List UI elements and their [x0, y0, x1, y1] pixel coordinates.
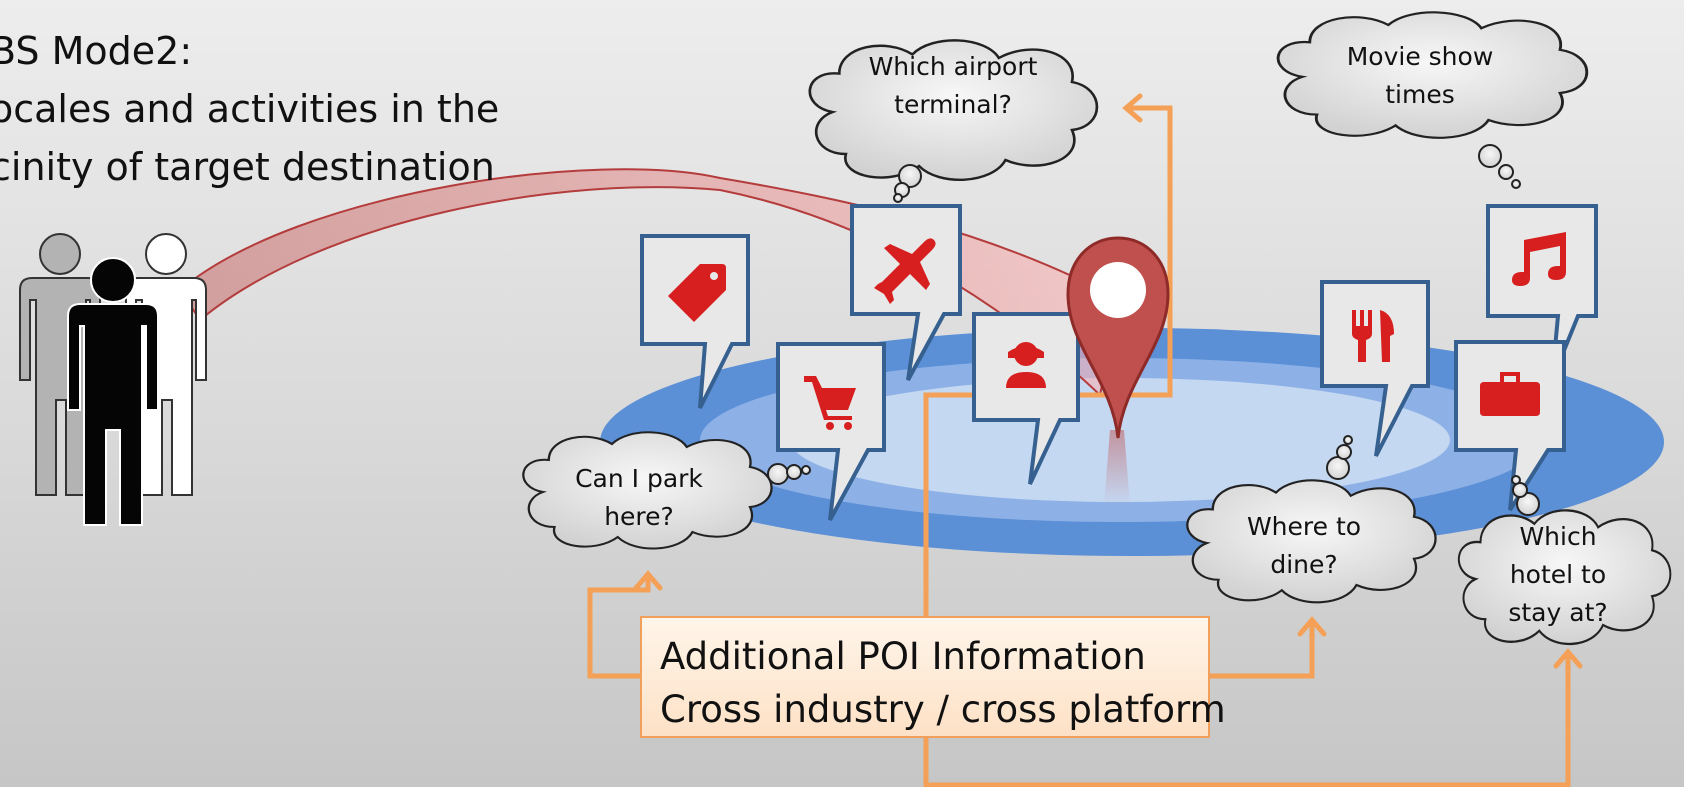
tag-poi-box[interactable]	[640, 234, 750, 409]
cloud-movie	[1276, 10, 1589, 189]
poi-info-line-2: Cross industry / cross platform	[660, 688, 1226, 731]
people-group-icon	[19, 233, 207, 526]
airplane-icon	[874, 238, 936, 304]
heading-line-2: ocales and activities in the	[0, 87, 500, 131]
suitcase-poi-box[interactable]	[1454, 340, 1566, 512]
cloud-airport-text: Which airport terminal?	[868, 52, 1038, 119]
person-icon	[1006, 342, 1046, 388]
restaurant-poi-box[interactable]	[1320, 280, 1430, 457]
restaurant-icon	[1352, 310, 1394, 362]
heading-line-1: BS Mode2:	[0, 29, 193, 73]
cloud-park	[522, 431, 811, 550]
cloud-hotel	[1457, 475, 1672, 646]
cloud-park-text: Can I park here?	[575, 464, 703, 531]
heading-line-3: cinity of target destination	[0, 145, 495, 189]
tag-icon	[668, 264, 726, 322]
suitcase-icon	[1480, 372, 1540, 416]
cart-poi-box[interactable]	[776, 342, 886, 521]
poi-info-box: Additional POI Information Cross industr…	[640, 616, 1226, 738]
cloud-airport	[808, 39, 1099, 203]
location-pin-icon[interactable]	[1066, 236, 1170, 505]
music-note-icon	[1512, 232, 1566, 286]
page-heading: BS Mode2: ocales and activities in the c…	[0, 22, 499, 196]
cloud-dine	[1186, 435, 1437, 604]
orange-arrowheads	[633, 93, 1583, 669]
cloud-movie-text: Movie show times	[1346, 42, 1494, 109]
cloud-hotel-text: Which hotel to stay at?	[1508, 522, 1608, 627]
cloud-dine-text: Where to dine?	[1246, 512, 1362, 579]
poi-info-line-1: Additional POI Information	[660, 635, 1146, 678]
airplane-poi-box[interactable]	[850, 204, 962, 381]
shopping-cart-icon	[804, 376, 856, 430]
orange-connectors	[587, 105, 1571, 787]
